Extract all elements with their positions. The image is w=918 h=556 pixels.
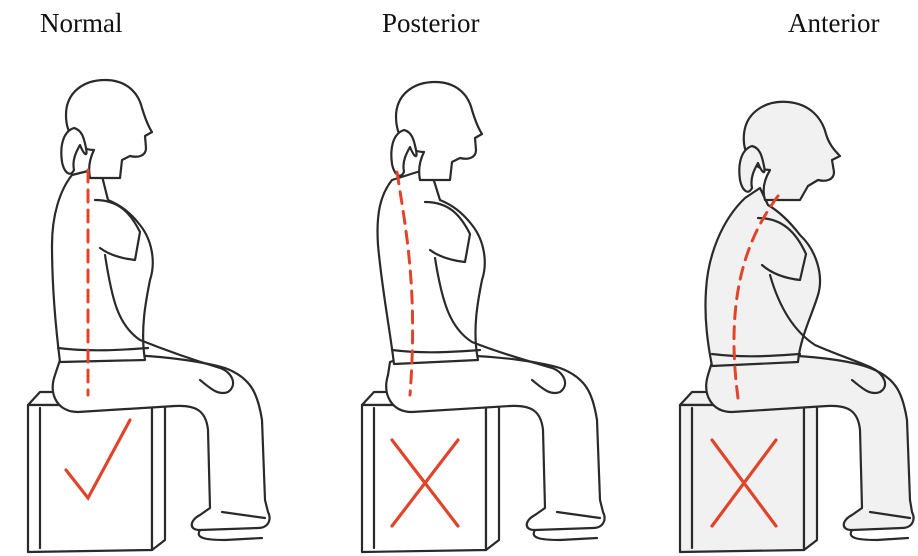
ponytail-anterior <box>739 146 764 192</box>
torso-normal <box>52 168 153 362</box>
ponytail-posterior <box>391 130 416 176</box>
stool-posterior <box>362 392 499 552</box>
stool-anterior <box>680 392 817 552</box>
torso-posterior <box>378 168 485 364</box>
ponytail-normal <box>61 128 86 174</box>
stool-normal <box>28 392 165 552</box>
head-normal <box>66 80 152 178</box>
figure-normal <box>28 80 270 552</box>
figure-anterior <box>680 102 914 552</box>
head-posterior <box>396 82 482 180</box>
figure-posterior <box>362 82 605 552</box>
torso-anterior <box>705 188 820 366</box>
